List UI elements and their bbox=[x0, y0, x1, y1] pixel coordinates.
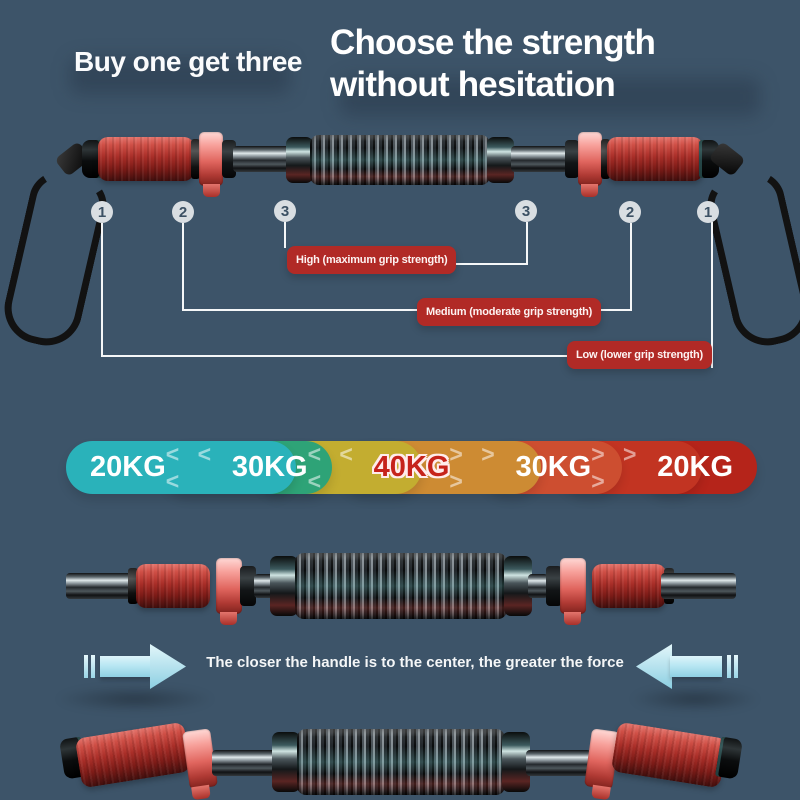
spring-end-cap bbox=[487, 137, 514, 183]
spring-end-cap bbox=[504, 556, 532, 616]
spring-coil bbox=[310, 135, 490, 185]
left-inward-arrow-icon bbox=[91, 655, 95, 678]
connector bbox=[222, 140, 236, 178]
left-clamp bbox=[199, 132, 223, 186]
clamp-tab bbox=[581, 184, 598, 197]
left-handle bbox=[74, 721, 192, 789]
handle-ring bbox=[191, 139, 200, 179]
callout-line bbox=[430, 263, 528, 265]
metal-rod bbox=[212, 750, 277, 776]
right-handle bbox=[607, 137, 703, 181]
chevrons-right-icon: > > > bbox=[449, 440, 501, 494]
chevrons-left-icon: < < < bbox=[165, 440, 218, 494]
metal-rod bbox=[511, 146, 568, 172]
handle-end-cap bbox=[82, 140, 102, 178]
right-handle bbox=[592, 564, 666, 608]
clamp-tab bbox=[564, 612, 581, 625]
callout-line bbox=[630, 223, 632, 311]
label-medium-grip: Medium (moderate grip strength) bbox=[417, 298, 602, 326]
right-handle bbox=[610, 721, 728, 789]
grip-marker-3-right: 3 bbox=[515, 200, 537, 222]
callout-line bbox=[526, 222, 528, 265]
spring-end-cap bbox=[502, 732, 530, 792]
grip-marker-1-left: 1 bbox=[91, 201, 113, 223]
right-inward-arrow-icon bbox=[636, 644, 672, 689]
metal-rod bbox=[233, 146, 290, 172]
callout-line bbox=[182, 309, 418, 311]
wrist-strap-loop bbox=[0, 165, 113, 353]
bar-segment-20kg-left bbox=[66, 441, 296, 494]
connector bbox=[565, 140, 579, 178]
shadow bbox=[55, 686, 215, 712]
page-title: Choose the strength without hesitation bbox=[330, 23, 656, 104]
left-inward-arrow-icon bbox=[150, 644, 186, 689]
metal-rod bbox=[661, 573, 736, 599]
handle-ring bbox=[128, 568, 138, 604]
grip-marker-2-right: 2 bbox=[619, 201, 641, 223]
spring-end-cap bbox=[270, 556, 298, 616]
spring-end-cap bbox=[272, 732, 300, 792]
clamp-tab bbox=[191, 784, 211, 800]
right-inward-arrow-icon bbox=[734, 655, 738, 678]
right-clamp bbox=[560, 558, 586, 614]
chevrons-right-icon: > > > bbox=[591, 440, 643, 494]
promo-text: Buy one get three bbox=[74, 46, 302, 77]
clamp-tab bbox=[220, 612, 237, 625]
handle-ring bbox=[601, 139, 610, 179]
ghost-text-blob bbox=[70, 58, 290, 94]
callout-line bbox=[101, 355, 569, 357]
wrist-strap-loop bbox=[701, 165, 800, 353]
left-handle bbox=[136, 564, 210, 608]
label-high-grip: High (maximum grip strength) bbox=[287, 246, 457, 274]
shadow bbox=[630, 686, 760, 712]
spring-coil bbox=[295, 553, 507, 619]
clamp-tab bbox=[203, 184, 220, 197]
metal-rod bbox=[526, 750, 591, 776]
kg-label-highlight: 40KG bbox=[373, 451, 450, 483]
connector bbox=[240, 566, 256, 606]
right-inward-arrow-icon bbox=[670, 656, 722, 677]
metal-rod bbox=[528, 574, 548, 598]
left-handle bbox=[98, 137, 194, 181]
callout-line bbox=[101, 223, 103, 357]
strength-bar-labels: 20KG < < < 30KG < < < 40KG > > > 30KG > … bbox=[66, 441, 757, 494]
left-clamp bbox=[216, 558, 242, 614]
grip-marker-2-left: 2 bbox=[172, 201, 194, 223]
clamp-tab bbox=[591, 784, 611, 800]
kg-label: 20KG bbox=[90, 451, 166, 483]
spring-end-cap bbox=[286, 137, 313, 183]
left-inward-arrow-icon bbox=[84, 655, 88, 678]
callout-line bbox=[711, 222, 713, 368]
callout-line bbox=[182, 223, 184, 311]
ghost-text-blob bbox=[340, 78, 760, 116]
metal-rod bbox=[254, 574, 274, 598]
chevrons-left-icon: < < < bbox=[307, 440, 359, 494]
grip-marker-1-right: 1 bbox=[697, 201, 719, 223]
label-low-grip: Low (lower grip strength) bbox=[567, 341, 712, 369]
kg-label: 30KG bbox=[515, 451, 592, 483]
kg-label: 30KG bbox=[231, 451, 308, 483]
spring-coil bbox=[297, 729, 505, 795]
handle-end-cap bbox=[715, 736, 743, 780]
right-inward-arrow-icon bbox=[727, 655, 731, 678]
left-inward-arrow-icon bbox=[100, 656, 152, 677]
connector bbox=[546, 566, 562, 606]
right-clamp bbox=[578, 132, 602, 186]
note-text: The closer the handle is to the center, … bbox=[206, 654, 624, 671]
grip-marker-3-left: 3 bbox=[274, 200, 296, 222]
kg-label: 20KG bbox=[657, 451, 734, 483]
callout-line bbox=[284, 222, 286, 248]
